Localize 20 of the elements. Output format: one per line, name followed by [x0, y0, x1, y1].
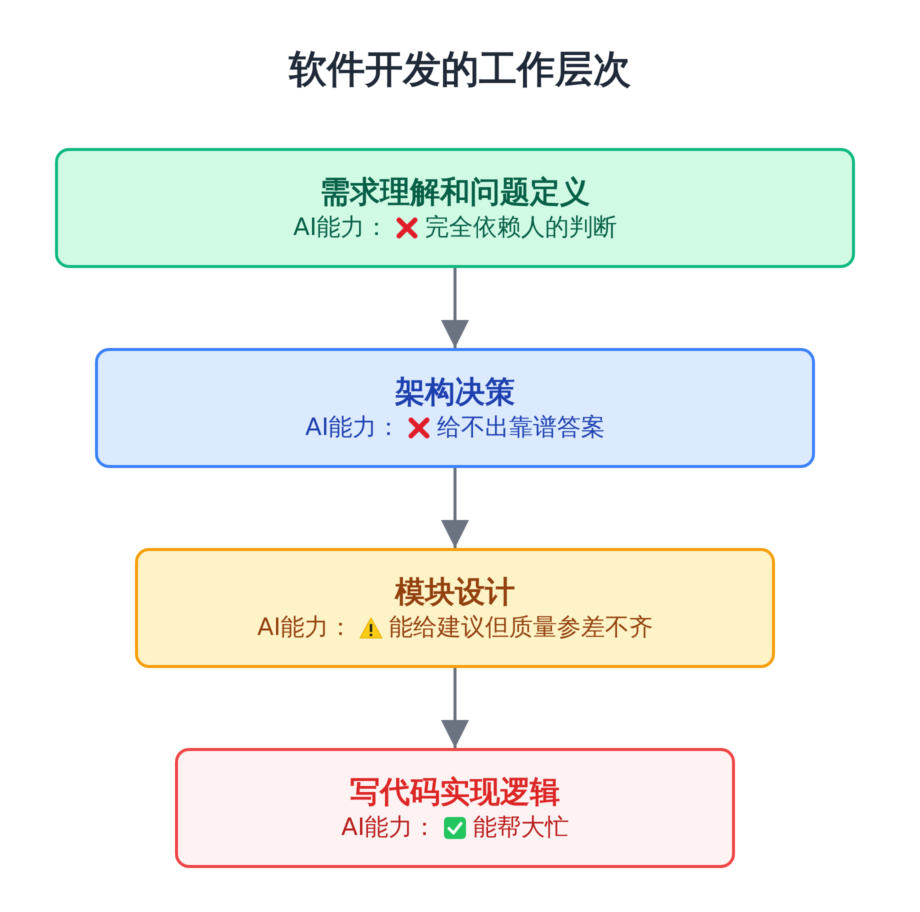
diagram-title: 软件开发的工作层次	[288, 46, 632, 93]
ability-label: AI能力：	[305, 412, 401, 443]
ability-text: 给不出靠谱答案	[436, 412, 605, 443]
arrow	[441, 468, 469, 548]
ability-label: AI能力：	[341, 812, 437, 843]
ability-label: AI能力：	[293, 212, 389, 243]
ability-text: 完全依赖人的判断	[424, 212, 617, 243]
ability-text: 能给建议但质量参差不齐	[388, 612, 653, 643]
arrow	[441, 268, 469, 348]
arrow	[441, 668, 469, 748]
ability-label: AI能力：	[257, 612, 353, 643]
box-heading: 架构决策	[395, 374, 515, 412]
process-box	[95, 348, 815, 468]
ability-text: 能帮大忙	[472, 812, 569, 843]
box-heading: 写代码实现逻辑	[350, 774, 560, 812]
process-box	[55, 148, 855, 268]
box-heading: 模块设计	[395, 574, 515, 612]
process-box	[135, 548, 775, 668]
box-heading: 需求理解和问题定义	[320, 174, 590, 212]
process-box	[175, 748, 735, 868]
